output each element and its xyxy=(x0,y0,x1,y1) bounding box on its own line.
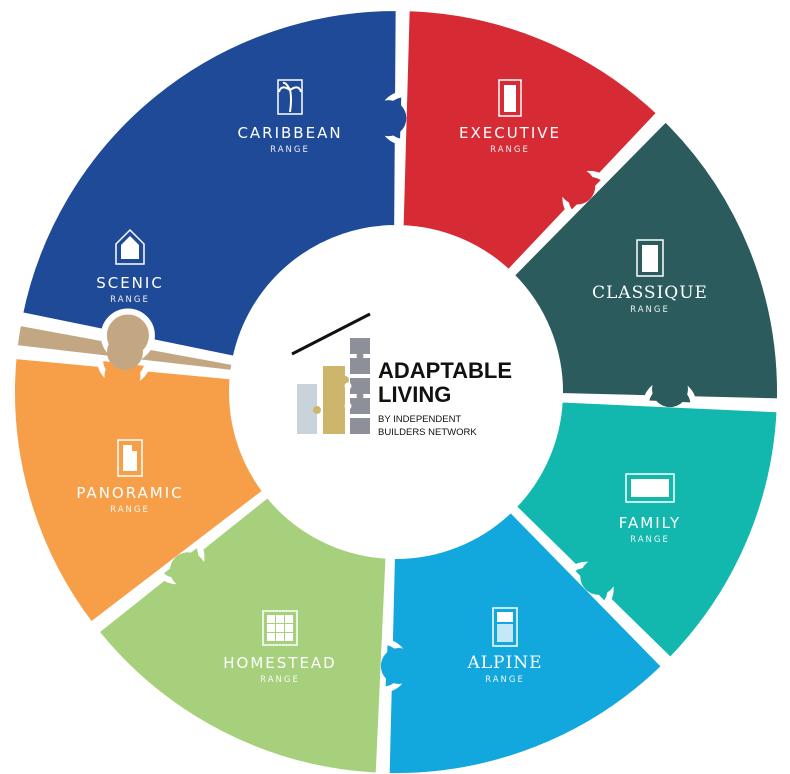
palm-tree-icon xyxy=(277,79,303,115)
roof-line xyxy=(291,312,371,356)
segment-family xyxy=(510,396,783,664)
center-logo: ADAPTABLE LIVING BY INDEPENDENT BUILDERS… xyxy=(291,312,512,438)
range-sub-homestead: RANGE xyxy=(260,675,300,685)
range-sub-family: RANGE xyxy=(630,535,670,545)
range-label-classique: CLASSIQUE RANGE xyxy=(592,239,708,315)
range-sub-scenic: RANGE xyxy=(110,295,150,305)
notched-door-icon xyxy=(117,439,143,477)
logo-sub-line1: BY INDEPENDENT xyxy=(378,414,461,425)
range-name-executive: EXECUTIVE xyxy=(459,124,561,142)
range-labels: CARIBBEAN RANGE EXECUTIVE RANGE CLASSIQUE RAN… xyxy=(76,79,708,685)
logo-sub-line2: BUILDERS NETWORK xyxy=(378,427,477,438)
range-segments xyxy=(9,5,783,774)
panel-door-icon xyxy=(636,239,664,277)
range-name-classique: CLASSIQUE xyxy=(592,283,708,303)
range-sub-caribbean: RANGE xyxy=(270,145,310,155)
range-sub-executive: RANGE xyxy=(490,145,530,155)
range-name-caribbean: CARIBBEAN xyxy=(237,124,342,142)
range-sub-panoramic: RANGE xyxy=(110,505,150,515)
range-name-scenic: SCENIC xyxy=(96,274,164,292)
range-name-family: FAMILY xyxy=(619,514,681,532)
range-name-panoramic: PANORAMIC xyxy=(76,484,183,502)
range-label-panoramic: PANORAMIC RANGE xyxy=(76,439,183,515)
range-label-family: FAMILY RANGE xyxy=(619,473,681,545)
logo-block-dark-1 xyxy=(350,338,370,354)
logo-block-gold xyxy=(323,366,345,434)
range-sub-classique: RANGE xyxy=(630,305,670,315)
segment-panoramic xyxy=(9,352,269,629)
door-icon xyxy=(498,79,522,117)
range-label-caribbean: CARIBBEAN RANGE xyxy=(237,79,342,155)
logo-title-line1: ADAPTABLE xyxy=(378,358,512,383)
logo-block-light xyxy=(297,384,317,434)
range-label-scenic: SCENIC RANGE xyxy=(96,228,164,305)
range-label-homestead: HOMESTEAD RANGE xyxy=(223,610,336,685)
range-name-homestead: HOMESTEAD xyxy=(223,654,336,672)
shutter-icon xyxy=(492,607,518,647)
logo-puzzle-mark xyxy=(297,338,370,434)
window-icon xyxy=(625,473,675,503)
logo-title-line2: LIVING xyxy=(378,382,451,407)
range-name-alpine: ALPINE xyxy=(466,653,542,673)
center-disc xyxy=(232,228,560,556)
range-label-executive: EXECUTIVE RANGE xyxy=(459,79,561,155)
range-label-alpine: ALPINE RANGE xyxy=(466,607,542,685)
house-icon xyxy=(115,228,145,265)
grid-window-icon xyxy=(262,610,298,646)
range-sub-alpine: RANGE xyxy=(485,675,525,685)
